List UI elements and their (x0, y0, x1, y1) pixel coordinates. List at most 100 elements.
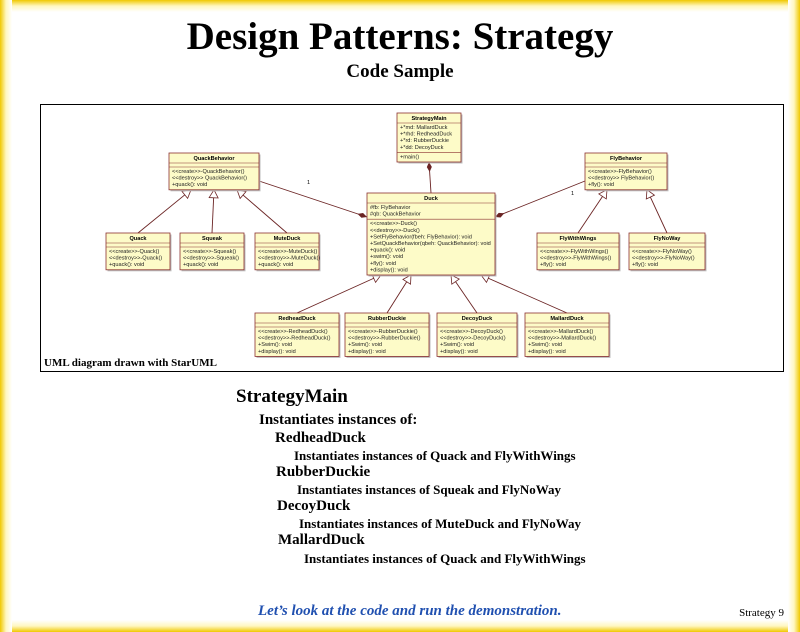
class-operation: +display(): void (370, 267, 408, 273)
class-box (524, 312, 610, 357)
outline-item-name: RubberDuckie (276, 464, 371, 480)
class-operation: +Swim(): void (440, 342, 474, 348)
class-box (584, 152, 668, 191)
class-operation: <<destroy>>-Quack() (109, 256, 162, 262)
generalization-link (236, 189, 288, 234)
class-operation: <<create>>-RedheadDuck() (258, 329, 328, 335)
class-name: FlyNoWay (654, 236, 682, 242)
class-name: RedheadDuck (278, 316, 316, 322)
frame-bottom-border (0, 620, 800, 632)
class-attribute: +*md: MallardDuck (400, 125, 448, 131)
composition-diamond (426, 162, 432, 172)
class-operation: <<create>>-DecoyDuck() (440, 329, 503, 335)
footer-caption: Let’s look at the code and run the demon… (258, 603, 562, 619)
class-operation: <<destroy>>-FlyNoWay() (632, 256, 695, 262)
outline-main: StrategyMain (236, 386, 348, 407)
generalization-link (137, 189, 192, 234)
class-operation: <<create>>-FlyNoWay() (632, 249, 692, 255)
aggregation-link (258, 180, 368, 218)
uml-diagram: 11 StrategyMain+*md: MallardDuck+*rhd: R… (105, 112, 707, 358)
class-name: MuteDuck (274, 236, 302, 242)
outline-instantiates: Instantiates instances of: (259, 412, 418, 428)
class-operation: +fly(): void (588, 182, 614, 188)
class-name: RubberDuckie (368, 316, 406, 322)
class-name: QuackBehavior (193, 156, 235, 162)
uml-class-rubberduckie: RubberDuckie<<create>>-RubberDuckie()<<d… (344, 312, 431, 358)
class-operation: +display(): void (440, 349, 478, 355)
class-name: FlyWithWings (560, 236, 597, 242)
class-name: FlyBehavior (610, 156, 643, 162)
class-operation: <<destroy>>-MallardDuck() (528, 336, 596, 342)
uml-class-quackbehavior: QuackBehavior <<create>>-QuackBehavior()<… (168, 152, 261, 192)
class-operation: <<create>>-MallardDuck() (528, 329, 593, 335)
uml-class-strategymain: StrategyMain+*md: MallardDuck+*rhd: Redh… (396, 112, 463, 164)
class-operation: +Swim(): void (528, 342, 562, 348)
class-operation: <<destroy>> QuackBehavior() (172, 176, 247, 182)
class-operation: <<create>>-FlyWithWings() (540, 249, 609, 255)
outline-item-name: DecoyDuck (277, 498, 351, 514)
uml-class-mallardduck: MallardDuck <<create>>-MallardDuck()<<des… (524, 312, 611, 358)
class-box (436, 312, 518, 357)
class-operation: <<destroy>>-MuteDuck() (258, 256, 320, 262)
generalization-arrow (645, 189, 656, 200)
class-operation: <<destroy>>-DecoyDuck() (440, 336, 506, 342)
uml-class-duck: Duck#fb: FlyBehavior#qb: QuackBehavior<<… (366, 192, 497, 277)
generalization-link (577, 189, 608, 234)
class-operation: +SetQuackBehavior(qbeh: QuackBehavior): … (370, 241, 491, 247)
class-operation: <<destroy>>-Squeak() (183, 256, 239, 262)
frame-right-border (788, 0, 800, 632)
class-attribute: #fb: FlyBehavior (370, 205, 411, 211)
class-operation: +display(): void (348, 349, 386, 355)
class-operation: <<destroy>>-RubberDuckie() (348, 336, 421, 342)
class-operation: +main() (400, 154, 419, 160)
uml-class-flybehavior: FlyBehavior <<create>>-FlyBehavior()<<des… (584, 152, 669, 192)
class-box (366, 192, 496, 276)
uml-credit: UML diagram drawn with StarUML (44, 357, 217, 369)
class-operation: +swim(): void (370, 254, 403, 260)
multiplicity-label: 1 (307, 180, 310, 186)
class-attribute: +*rd: RubberDuckie (400, 138, 449, 144)
class-operation: +fly(): void (632, 262, 658, 268)
frame-top-border (0, 0, 800, 12)
class-attribute: +*dd: DecoyDuck (400, 145, 444, 151)
uml-class-quack: Quack <<create>>-Quack()<<destroy>>-Quack… (105, 232, 172, 272)
aggregation-diamond (495, 212, 505, 218)
class-operation: <<destroy>> FlyBehavior() (588, 176, 654, 182)
generalization-arrow (402, 274, 412, 285)
class-box (396, 112, 462, 163)
uml-class-decoyduck: DecoyDuck<<create>>-DecoyDuck()<<destroy… (436, 312, 519, 358)
outline-item-name: MallardDuck (278, 532, 365, 548)
class-attribute: +*rhd: RedheadDuck (400, 132, 452, 138)
class-operation: <<create>>-Quack() (109, 249, 160, 255)
uml-class-squeak: Squeak<<create>>-Squeak()<<destroy>>-Squ… (179, 232, 246, 272)
class-attribute: #qb: QuackBehavior (370, 212, 421, 218)
class-operation: +Swim(): void (348, 342, 382, 348)
generalization-link (480, 274, 568, 314)
class-operation: <<destroy>>-Duck() (370, 228, 420, 234)
class-box (628, 232, 706, 271)
class-name: MallardDuck (550, 316, 584, 322)
class-operation: <<create>>-QuackBehavior() (172, 169, 245, 175)
generalization-link (296, 274, 382, 314)
slide-number: Strategy 9 (739, 607, 784, 619)
class-operation: +Swim(): void (258, 342, 292, 348)
class-operation: <<create>>-MuteDuck() (258, 249, 318, 255)
class-operation: +quack(): void (172, 182, 207, 188)
class-operation: +quack(): void (109, 262, 144, 268)
outline-item-detail: Instantiates instances of Squeak and Fly… (297, 482, 562, 497)
frame-left-border (0, 0, 12, 632)
aggregation-diamond (357, 213, 367, 218)
uml-class-flywithwings: FlyWithWings<<create>>-FlyWithWings()<<d… (536, 232, 621, 272)
class-operation: <<create>>-FlyBehavior() (588, 169, 652, 175)
outline-item-detail: Instantiates instances of Quack and FlyW… (294, 448, 576, 463)
class-name: Quack (129, 236, 147, 242)
generalization-arrow (208, 188, 219, 199)
class-operation: <<create>>-Duck() (370, 221, 417, 227)
generalization-arrow (450, 274, 461, 285)
slide-title: Design Patterns: Strategy (186, 15, 614, 58)
class-operation: <<destroy>>-RedheadDuck() (258, 336, 331, 342)
class-box (344, 312, 430, 357)
outline-item-detail: Instantiates instances of Quack and FlyW… (304, 551, 586, 566)
slide-subtitle: Code Sample (346, 61, 454, 82)
